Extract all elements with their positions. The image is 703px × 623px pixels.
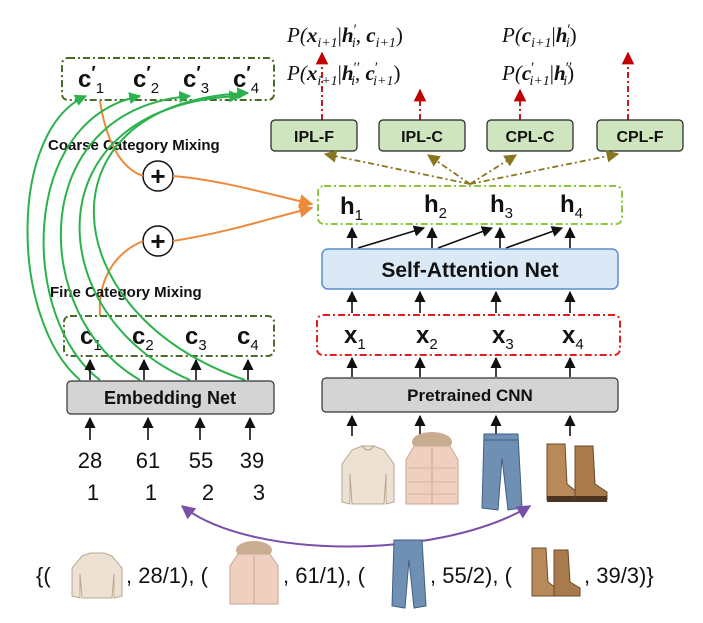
prob-next-item-given-h-prime-c: P(xi+1|h′i, ci+1) [286, 22, 403, 51]
jeans-image [481, 433, 523, 511]
coarse-mixing-label: Coarse Category Mixing [48, 137, 220, 154]
lower-plus-to-h-arrow [172, 204, 314, 242]
plus-lower: + [142, 225, 174, 257]
fine-id-2: 61 [136, 448, 160, 473]
self-attention-label: Self-Attention Net [381, 259, 558, 282]
embedding-to-fine-arrows [84, 358, 254, 380]
id-to-embedding-arrows [84, 416, 256, 440]
cnn-to-item-arrows [346, 356, 576, 377]
probability-formulas: P(xi+1|h′i, ci+1) P(ci+1|h′i) P(xi+1|h′′… [286, 22, 577, 89]
sequence-jeans-thumb [391, 539, 427, 609]
head-cpl-c: CPL-C [486, 119, 574, 152]
hidden-token-3: h3 [490, 191, 513, 222]
arrow-h-to-cpl-c [469, 154, 518, 185]
sequence-jacket-thumb [229, 541, 279, 605]
puffer-jacket-image [405, 432, 459, 505]
item-token-3: x3 [492, 322, 514, 353]
fine-id-4: 39 [240, 448, 264, 473]
head-label-ipl-c: IPL-C [401, 129, 443, 146]
head-to-probability-arrows [315, 51, 635, 120]
arrow-h-to-ipl-f [323, 150, 471, 185]
head-label-cpl-f: CPL-F [616, 129, 663, 146]
upper-plus-to-h-arrow [172, 175, 314, 208]
head-ipl-c: IPL-C [378, 119, 466, 152]
pretrained-cnn: Pretrained CNN [321, 377, 619, 413]
coarse-token-4: c′4 [233, 63, 259, 97]
hidden-token-1: h1 [340, 193, 363, 224]
head-cpl-f: CPL-F [596, 119, 684, 152]
fine-id-1: 28 [78, 448, 102, 473]
embedding-net: Embedding Net [66, 380, 275, 415]
coarse-id-3: 2 [202, 480, 214, 505]
prob-next-category-given-h-prime: P(ci+1|h′i) [501, 22, 577, 51]
fine-token-4: c4 [237, 323, 259, 354]
fine-token-3: c3 [185, 323, 207, 354]
fine-token-2: c2 [132, 323, 154, 354]
fine-id-3: 55 [189, 448, 213, 473]
boots-image [546, 443, 608, 502]
hidden-state-row: h1 h2 h3 h4 [317, 185, 623, 225]
plus-upper-label: + [150, 161, 165, 191]
prob-next-item-given-h-double-prime-c-prime: P(xi+1|h′′i, c′i+1) [286, 60, 400, 89]
item-feature-row: x1 x2 x3 x4 [316, 314, 621, 356]
head-ipl-f: IPL-F [270, 119, 358, 152]
sweater-image [341, 445, 395, 505]
item-images [341, 432, 608, 511]
plus-lower-label: + [150, 226, 165, 256]
pretrained-cnn-label: Pretrained CNN [407, 386, 533, 405]
coarse-id-2: 1 [145, 480, 157, 505]
coarse-id-4: 3 [253, 480, 265, 505]
arrow-h-to-ipl-c [426, 154, 471, 185]
image-to-cnn-arrows [346, 414, 576, 436]
fine-to-plus-arrow [98, 240, 144, 317]
sequence-entry-3: , 55/2), ( [430, 563, 513, 588]
self-attention-output-arrows [346, 225, 576, 249]
category-id-grid: 28 61 55 39 1 1 2 3 [78, 448, 265, 505]
coarse-token-2: c′2 [133, 63, 159, 97]
coarse-id-1: 1 [87, 480, 99, 505]
item-token-1: x1 [344, 322, 366, 353]
hidden-token-4: h4 [560, 191, 583, 222]
id-image-correspondence-arrow [180, 505, 532, 548]
fine-token-1: c1 [80, 323, 102, 354]
prob-next-coarse-category-given-h-double-prime: P(c′i+1|h′′i) [501, 60, 574, 89]
head-label-ipl-f: IPL-F [294, 129, 334, 146]
coarse-token-3: c′3 [183, 63, 209, 97]
input-sequence: {( , 28/1), ( , 61/1), ( , 55/2), ( , 39… [36, 539, 654, 609]
head-label-cpl-c: CPL-C [506, 129, 555, 146]
item-token-2: x2 [416, 322, 438, 353]
embedding-to-coarse-arrows [26, 87, 250, 381]
sequence-entry-1: , 28/1), ( [126, 563, 209, 588]
prediction-heads: IPL-F IPL-C CPL-C CPL-F [270, 119, 684, 152]
hidden-to-head-arrows [323, 150, 620, 185]
fine-mixing-label: Fine Category Mixing [50, 284, 202, 301]
item-to-attention-arrows [346, 290, 576, 313]
self-attention-net: Self-Attention Net [321, 248, 619, 290]
fine-category-row: c1 c2 c3 c4 [63, 315, 275, 357]
embedding-net-label: Embedding Net [104, 388, 236, 408]
arrow-h-to-cpl-f [469, 150, 620, 185]
sequence-open: {( [36, 563, 51, 588]
sequence-sweater-thumb [71, 552, 123, 599]
sequence-boots-thumb [531, 547, 581, 597]
sequence-entry-2: , 61/1), ( [283, 563, 366, 588]
sequence-entry-4: , 39/3)} [584, 563, 654, 588]
hidden-token-2: h2 [424, 191, 447, 222]
coarse-to-plus-arrow [99, 100, 144, 177]
item-token-4: x4 [562, 322, 584, 353]
coarse-token-1: c′1 [78, 63, 104, 97]
plus-upper: + [142, 160, 174, 192]
